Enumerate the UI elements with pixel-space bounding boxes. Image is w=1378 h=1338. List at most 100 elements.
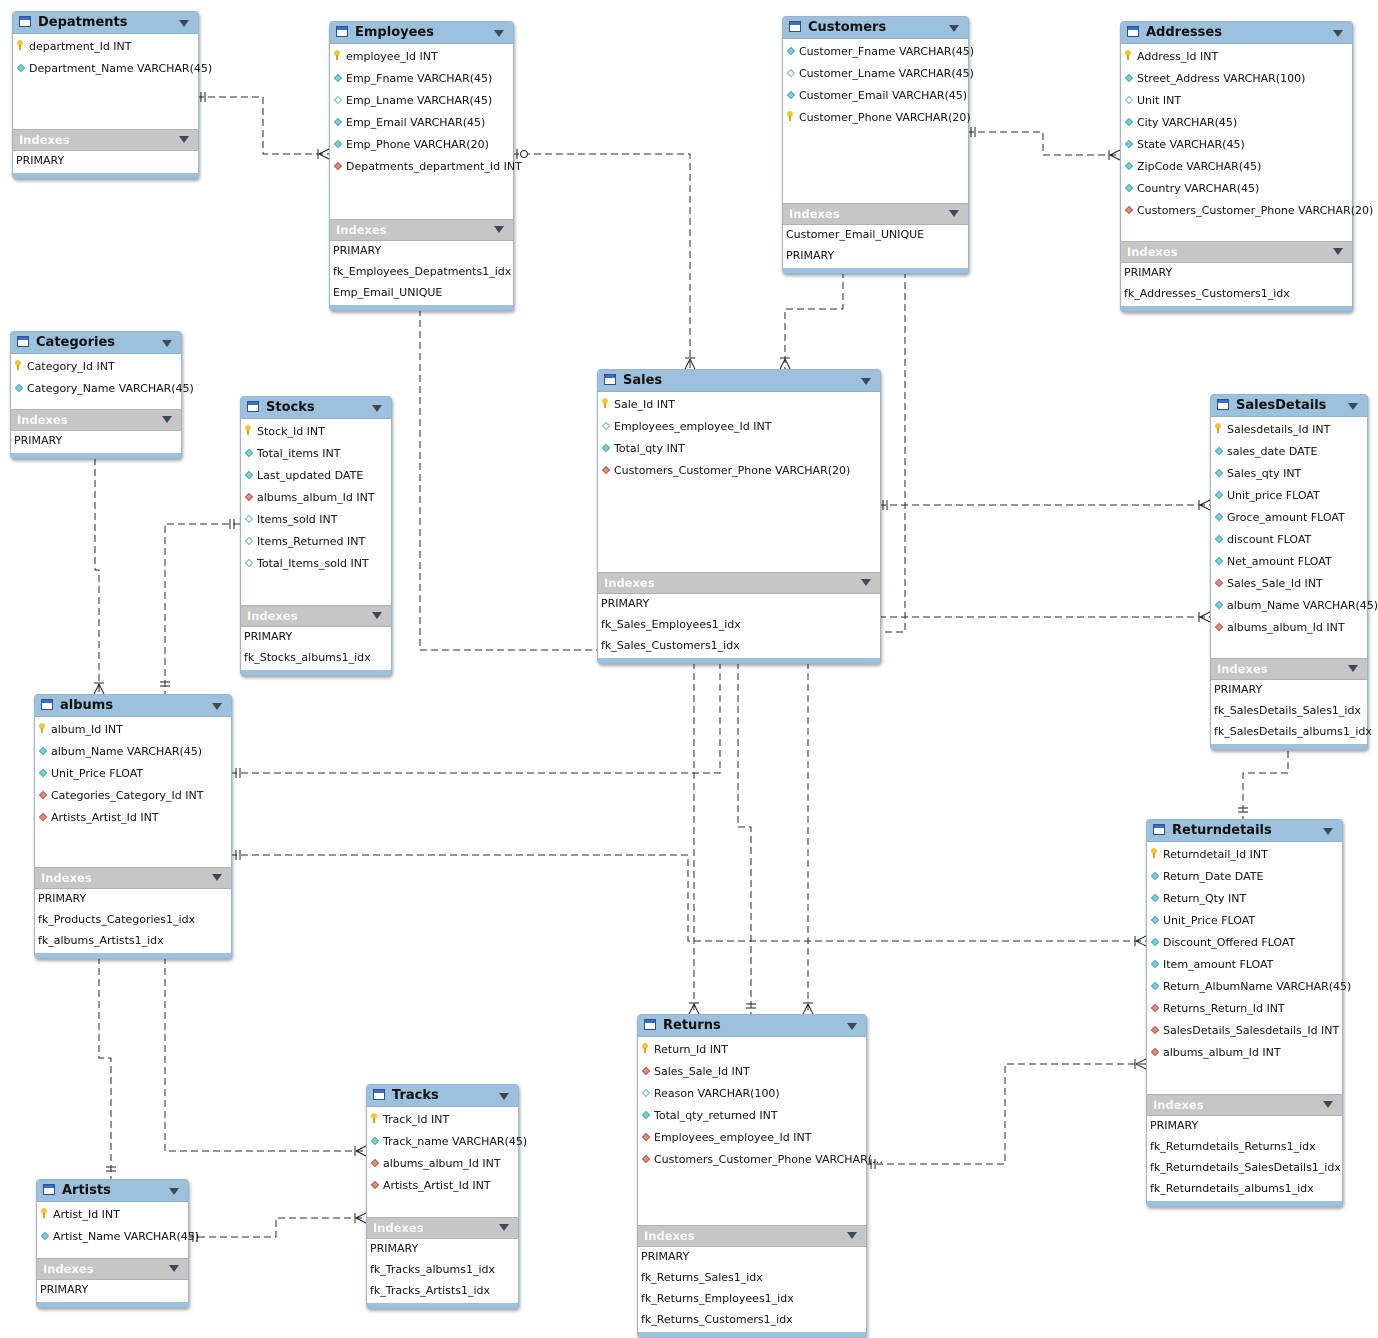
column-row[interactable]: Return_AlbumName VARCHAR(45) [1147,976,1351,998]
index-row[interactable]: fk_SalesDetails_albums1_idx [1214,725,1372,738]
column-row[interactable]: Track_name VARCHAR(45) [367,1131,527,1153]
column-row[interactable]: Unit INT [1121,90,1352,112]
table-header[interactable]: albums [35,695,231,717]
column-row[interactable]: Emp_Phone VARCHAR(20) [330,134,513,156]
index-row[interactable]: PRIMARY [333,244,382,257]
collapse-arrow-icon[interactable] [494,30,504,37]
column-row[interactable]: Customer_Phone VARCHAR(20) [783,107,971,129]
column-row[interactable]: Employees_employee_Id INT [598,416,880,438]
collapse-arrow-icon[interactable] [1333,30,1343,37]
indexes-header[interactable]: Indexes [11,409,181,431]
index-row[interactable]: PRIMARY [244,630,293,643]
column-row[interactable]: Items_sold INT [241,509,391,531]
index-row[interactable]: Emp_Email_UNIQUE [333,286,443,299]
column-row[interactable]: Category_Name VARCHAR(45) [11,378,194,400]
column-row[interactable]: Unit_Price FLOAT [35,763,231,785]
collapse-arrow-icon[interactable] [162,416,172,423]
column-row[interactable]: Emp_Email VARCHAR(45) [330,112,513,134]
collapse-arrow-icon[interactable] [847,1023,857,1030]
index-row[interactable]: fk_Returns_Customers1_idx [641,1313,793,1326]
table-artists[interactable]: Artists Artist_Id INT Artist_Name VARCHA… [36,1179,199,1308]
collapse-arrow-icon[interactable] [494,226,504,233]
table-employees[interactable]: Employees employee_Id INT Emp_Fname VARC… [329,21,522,311]
collapse-arrow-icon[interactable] [1348,665,1358,672]
indexes-header[interactable]: Indexes [1147,1094,1342,1116]
column-row[interactable]: Return_Date DATE [1147,866,1342,888]
column-row[interactable]: Total_items INT [241,443,391,465]
column-row[interactable]: Returns_Return_Id INT [1147,998,1342,1020]
column-row[interactable]: discount FLOAT [1211,529,1367,551]
column-row[interactable]: Stock_Id INT [241,421,391,443]
table-categories[interactable]: Categories Category_Id INT Category_Name… [10,331,194,459]
index-row[interactable]: PRIMARY [1150,1119,1199,1132]
collapse-arrow-icon[interactable] [1348,403,1358,410]
table-header[interactable]: Customers [783,17,968,39]
column-row[interactable]: Sales_Sale_Id INT [1211,573,1367,595]
table-header[interactable]: Returndetails [1147,820,1342,842]
index-row[interactable]: Customer_Email_UNIQUE [786,228,925,241]
indexes-header[interactable]: Indexes [367,1217,518,1239]
table-header[interactable]: Employees [330,22,513,44]
index-row[interactable]: fk_Tracks_albums1_idx [370,1263,496,1276]
table-header[interactable]: Addresses [1121,22,1352,44]
index-row[interactable]: fk_albums_Artists1_idx [38,934,164,947]
column-row[interactable]: Emp_Lname VARCHAR(45) [330,90,513,112]
column-row[interactable]: City VARCHAR(45) [1121,112,1352,134]
column-row[interactable]: Returndetail_Id INT [1147,844,1342,866]
table-tracks[interactable]: Tracks Track_Id INT Track_name VARCHAR(4… [366,1084,527,1309]
index-row[interactable]: fk_Returns_Employees1_idx [641,1292,794,1305]
column-row[interactable]: albums_album_Id INT [1147,1042,1342,1064]
column-row[interactable]: Total_qty_returned INT [638,1105,866,1127]
column-row[interactable]: Net_amount FLOAT [1211,551,1367,573]
index-row[interactable]: PRIMARY [641,1250,690,1263]
indexes-header[interactable]: Indexes [1121,241,1352,263]
index-row[interactable]: fk_Sales_Customers1_idx [601,639,740,652]
index-row[interactable]: fk_Tracks_Artists1_idx [370,1284,490,1297]
column-row[interactable]: Depatments_department_Id INT [330,156,522,178]
column-row[interactable]: Total_Items_sold INT [241,553,391,575]
index-row[interactable]: PRIMARY [370,1242,419,1255]
collapse-arrow-icon[interactable] [372,405,382,412]
column-row[interactable]: State VARCHAR(45) [1121,134,1352,156]
column-row[interactable]: Department_Name VARCHAR(45) [13,58,212,80]
column-row[interactable]: Return_Id INT [638,1039,866,1061]
column-row[interactable]: album_Name VARCHAR(45) [35,741,231,763]
column-row[interactable]: SalesDetails_Salesdetails_Id INT [1147,1020,1342,1042]
table-addresses[interactable]: Addresses Address_Id INT Street_Address … [1120,21,1373,312]
indexes-header[interactable]: Indexes [37,1258,188,1280]
column-row[interactable]: Country VARCHAR(45) [1121,178,1352,200]
column-row[interactable]: Groce_amount FLOAT [1211,507,1367,529]
index-row[interactable]: fk_Employees_Depatments1_idx [333,265,512,278]
column-row[interactable]: Sales_Sale_Id INT [638,1061,866,1083]
column-row[interactable]: Customers_Customer_Phone VARCHAR(… [638,1149,883,1171]
column-row[interactable]: Street_Address VARCHAR(100) [1121,68,1352,90]
index-row[interactable]: fk_Sales_Employees1_idx [601,618,741,631]
index-row[interactable]: fk_Returns_Sales1_idx [641,1271,763,1284]
collapse-arrow-icon[interactable] [1333,248,1343,255]
indexes-header[interactable]: Indexes [241,605,391,627]
collapse-arrow-icon[interactable] [212,703,222,710]
column-row[interactable]: Sales_qty INT [1211,463,1367,485]
column-row[interactable]: Emp_Fname VARCHAR(45) [330,68,513,90]
column-row[interactable]: Artists_Artist_Id INT [367,1175,518,1197]
indexes-header[interactable]: Indexes [598,572,880,594]
collapse-arrow-icon[interactable] [949,210,959,217]
collapse-arrow-icon[interactable] [179,136,189,143]
table-returndetails[interactable]: Returndetails Returndetail_Id INT Return… [1146,819,1351,1207]
column-row[interactable]: Customers_Customer_Phone VARCHAR(20) [598,460,880,482]
collapse-arrow-icon[interactable] [499,1093,509,1100]
table-stocks[interactable]: Stocks Stock_Id INT Total_items INT Last… [240,396,392,676]
table-albums[interactable]: albums album_Id INT album_Name VARCHAR(4… [34,694,232,959]
index-row[interactable]: PRIMARY [14,434,63,447]
column-row[interactable]: Unit_price FLOAT [1211,485,1367,507]
index-row[interactable]: PRIMARY [601,597,650,610]
index-row[interactable]: PRIMARY [786,249,835,262]
collapse-arrow-icon[interactable] [212,874,222,881]
indexes-header[interactable]: Indexes [638,1225,866,1247]
collapse-arrow-icon[interactable] [861,378,871,385]
column-row[interactable]: Customer_Lname VARCHAR(45) [783,63,974,85]
collapse-arrow-icon[interactable] [499,1224,509,1231]
indexes-header[interactable]: Indexes [35,867,231,889]
table-header[interactable]: Artists [37,1180,188,1202]
column-row[interactable]: ZipCode VARCHAR(45) [1121,156,1352,178]
